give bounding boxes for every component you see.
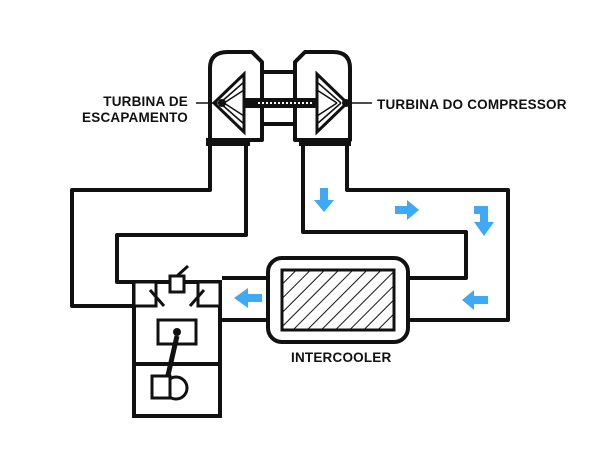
arrow-icon <box>462 290 488 310</box>
intercooler-core-icon <box>266 256 410 344</box>
flow-arrows <box>234 188 494 310</box>
label-intercooler: INTERCOOLER <box>291 350 392 365</box>
label-exhaust-turbine-line2: ESCAPAMENTO <box>82 110 188 125</box>
arrow-icon <box>474 206 494 236</box>
label-exhaust-turbine-line1: TURBINA DE <box>103 94 188 109</box>
arrow-icon <box>314 188 334 212</box>
arrow-icon <box>234 288 262 308</box>
exhaust-pipe <box>70 140 248 308</box>
label-compressor-turbine: TURBINA DO COMPRESSOR <box>377 97 567 112</box>
compressor-outlet-pipe <box>301 140 510 322</box>
turbocharger-icon <box>196 50 372 146</box>
label-exhaust-turbine: TURBINA DE ESCAPAMENTO <box>82 94 188 126</box>
engine-cylinder-icon <box>132 264 222 418</box>
arrow-icon <box>395 200 419 220</box>
intake-pipe <box>222 276 268 322</box>
